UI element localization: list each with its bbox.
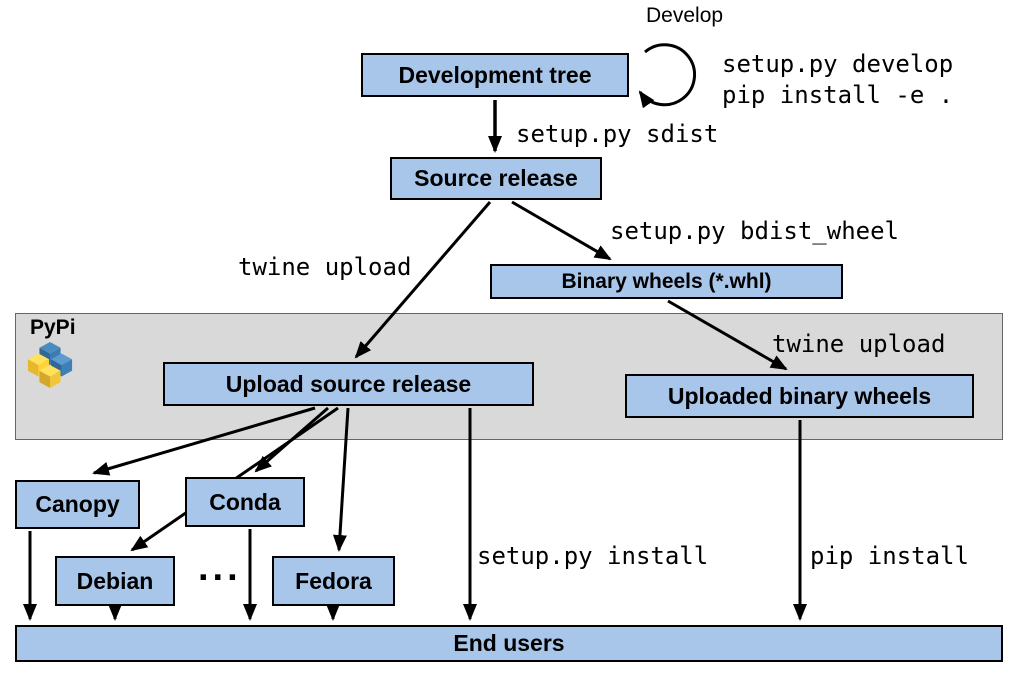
arrow-source-to-wheels xyxy=(511,200,612,261)
node-fedora: Fedora xyxy=(272,556,395,606)
arrow-develop-loop xyxy=(638,43,697,109)
label-setup-install: setup.py install xyxy=(477,542,709,570)
node-binary-wheels: Binary wheels (*.whl) xyxy=(490,264,843,299)
pypi-region-label: PyPi xyxy=(30,316,76,339)
label-pip-install-e: pip install -e . xyxy=(722,81,954,109)
label-twine-upload-source: twine upload xyxy=(238,253,412,281)
pypi-logo-icon xyxy=(27,341,73,389)
node-upload-source-release: Upload source release xyxy=(163,362,534,406)
node-development-tree: Development tree xyxy=(361,53,629,97)
label-pip-install: pip install xyxy=(810,542,969,570)
label-setup-bdist-wheel: setup.py bdist_wheel xyxy=(610,217,899,245)
ellipsis-more-distros: ... xyxy=(198,547,242,589)
node-canopy: Canopy xyxy=(15,480,140,529)
node-end-users: End users xyxy=(15,625,1003,662)
node-conda: Conda xyxy=(185,477,305,527)
node-debian: Debian xyxy=(55,556,175,606)
node-uploaded-binary-wheels: Uploaded binary wheels xyxy=(625,374,974,418)
label-setup-sdist: setup.py sdist xyxy=(516,120,719,148)
label-setup-develop: setup.py develop xyxy=(722,50,954,78)
label-twine-upload-wheels: twine upload xyxy=(772,330,946,358)
node-source-release: Source release xyxy=(390,157,602,200)
label-develop: Develop xyxy=(646,4,724,27)
